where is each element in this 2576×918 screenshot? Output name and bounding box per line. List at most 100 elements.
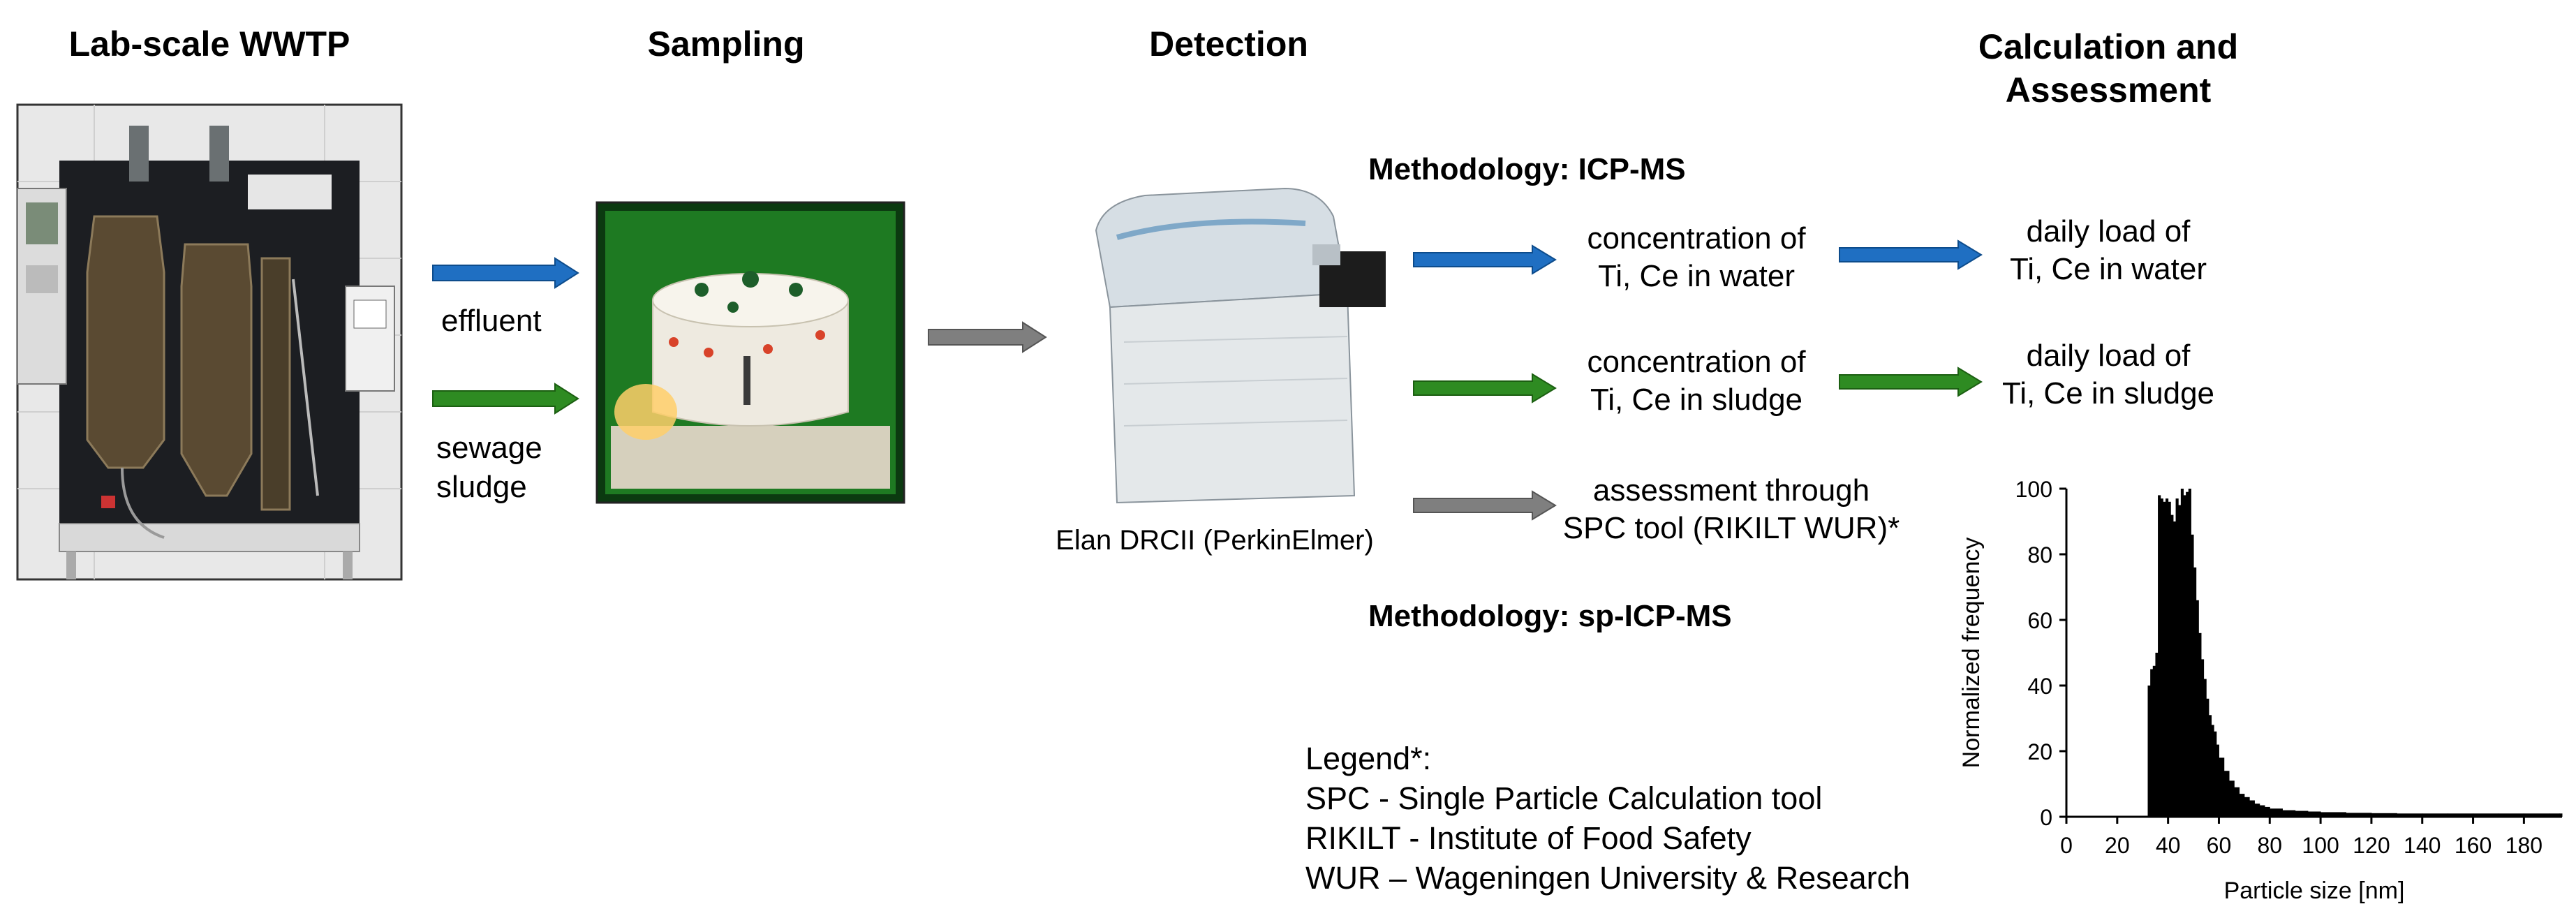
histogram-bar	[2244, 797, 2250, 817]
y-tick-label: 80	[2027, 542, 2052, 568]
histogram-bar	[2216, 744, 2219, 817]
histogram-bar	[2397, 813, 2423, 817]
histogram-bar	[2163, 501, 2166, 817]
water-conc-arrow	[1413, 244, 1557, 275]
x-tick-label: 100	[2302, 833, 2339, 858]
methodology-sp-icp-ms: Methodology: sp-ICP-MS	[1368, 599, 1732, 633]
water-concentration-line1: concentration of	[1587, 221, 1806, 256]
histogram-bar	[2422, 813, 2448, 817]
effluent-arrow	[432, 257, 579, 289]
sewage-sludge-label: sewage sludge	[436, 429, 542, 507]
particle-size-histogram: 0 20 40 60 80 100 0 20 40 60 80 100 120 140 160 180Part…	[1958, 477, 2563, 904]
x-tick-label: 140	[2404, 833, 2441, 858]
sampler-photo	[595, 201, 905, 504]
instrument-caption: Elan DRCII (PerkinElmer)	[1056, 525, 1374, 556]
legend-title: Legend*:	[1305, 741, 1432, 776]
sludge-load-line2: Ti, Ce in sludge	[2001, 376, 2215, 410]
histogram-bar	[2211, 725, 2214, 817]
histogram-bar	[2200, 659, 2205, 817]
histogram-bar	[2259, 805, 2265, 817]
effluent-label: effluent	[441, 304, 542, 338]
sampling-to-detection-arrow	[928, 321, 1047, 353]
header-calculation-line1: Calculation and	[1978, 27, 2239, 66]
water-load-label: daily load of Ti, Ce in water	[1983, 213, 2234, 288]
header-sampling: Sampling	[647, 24, 805, 64]
histogram-bar	[2346, 813, 2372, 817]
histogram-bar	[2206, 698, 2209, 817]
water-concentration-line2: Ti, Ce in water	[1597, 259, 1795, 293]
histogram-bar	[2254, 804, 2260, 817]
x-axis-label: Particle size [nm]	[2224, 878, 2405, 904]
histogram-bar	[2188, 489, 2191, 817]
histogram-bar	[2198, 632, 2202, 817]
histogram-bar	[2265, 806, 2270, 817]
assessment-line2: SPC tool (RIKILT WUR)*	[1562, 511, 1900, 545]
histogram-bar	[2219, 757, 2225, 817]
assessment-line1: assessment through	[1592, 473, 1870, 508]
histogram-bar	[2223, 771, 2230, 817]
x-tick-label: 80	[2257, 833, 2282, 858]
sludge-load-arrow	[1839, 367, 1983, 397]
legend: Legend*: SPC - Single Particle Calculati…	[1305, 739, 1910, 898]
histogram-bar	[2175, 498, 2179, 817]
histogram-bar	[2249, 800, 2255, 817]
histogram-bar	[2295, 810, 2309, 817]
histogram-bar	[2448, 813, 2474, 817]
x-tick-label: 0	[2060, 833, 2073, 858]
histogram-bar	[2183, 495, 2186, 817]
y-tick-label: 40	[2027, 674, 2052, 699]
histogram-bar	[2191, 534, 2194, 817]
x-tick-label: 40	[2156, 833, 2181, 858]
histogram-bar	[2152, 665, 2156, 817]
histogram-bar	[2196, 600, 2199, 817]
assessment-arrow	[1413, 490, 1557, 521]
histogram-bar	[2524, 813, 2550, 817]
histogram-bar	[2282, 810, 2296, 817]
water-concentration-label: concentration of Ti, Ce in water	[1557, 220, 1836, 295]
histogram-bar	[2234, 787, 2240, 817]
histogram-bar	[2186, 491, 2189, 817]
histogram-bar	[2498, 813, 2524, 817]
sludge-concentration-label: concentration of Ti, Ce in sludge	[1557, 343, 1836, 419]
sludge-concentration-line2: Ti, Ce in sludge	[1590, 383, 1803, 417]
histogram-bar	[2178, 505, 2182, 817]
x-tick-label: 60	[2207, 833, 2232, 858]
header-lab-scale-wwtp: Lab-scale WWTP	[68, 24, 350, 64]
y-tick-label: 100	[2015, 477, 2052, 502]
histogram-bar	[2147, 686, 2151, 817]
x-tick-label: 180	[2505, 833, 2542, 858]
x-tick-label: 120	[2353, 833, 2390, 858]
histogram-bar	[2203, 679, 2207, 817]
water-load-line1: daily load of	[2026, 214, 2191, 249]
header-calculation: Calculation and Assessment	[1913, 25, 2304, 112]
histogram-bar	[2229, 780, 2235, 817]
sludge-load-label: daily load of Ti, Ce in sludge	[1983, 337, 2234, 413]
histogram-bar	[2193, 567, 2197, 817]
histogram-bar	[2270, 808, 2283, 817]
histogram-bar	[2150, 669, 2154, 817]
x-tick-label: 160	[2455, 833, 2492, 858]
water-load-arrow	[1839, 239, 1983, 270]
histogram-bar	[2320, 812, 2347, 817]
histogram-bar	[2170, 514, 2174, 817]
y-tick-label: 0	[2040, 805, 2052, 830]
water-load-line2: Ti, Ce in water	[2009, 252, 2207, 286]
histogram-bar	[2549, 813, 2560, 817]
y-axis-label: Normalized frequency	[1958, 538, 1985, 769]
sewage-sludge-line1: sewage	[436, 431, 542, 465]
assessment-label: assessment through SPC tool (RIKILT WUR)…	[1550, 472, 1913, 547]
histogram-bar	[2214, 731, 2217, 817]
histogram-bar	[2155, 653, 2159, 817]
histogram-bar	[2371, 813, 2397, 817]
histogram-bar	[2559, 813, 2563, 817]
legend-spc: SPC - Single Particle Calculation tool	[1305, 780, 1823, 816]
y-tick-label: 20	[2027, 739, 2052, 764]
histogram-bar	[2180, 489, 2184, 817]
histogram-bar	[2172, 521, 2177, 817]
sludge-load-line1: daily load of	[2026, 339, 2191, 373]
y-tick-label: 60	[2027, 608, 2052, 633]
sludge-concentration-line1: concentration of	[1587, 345, 1806, 379]
histogram-bar	[2166, 498, 2169, 817]
legend-wur: WUR – Wageningen University & Research	[1305, 860, 1911, 896]
x-tick-label: 20	[2105, 833, 2130, 858]
